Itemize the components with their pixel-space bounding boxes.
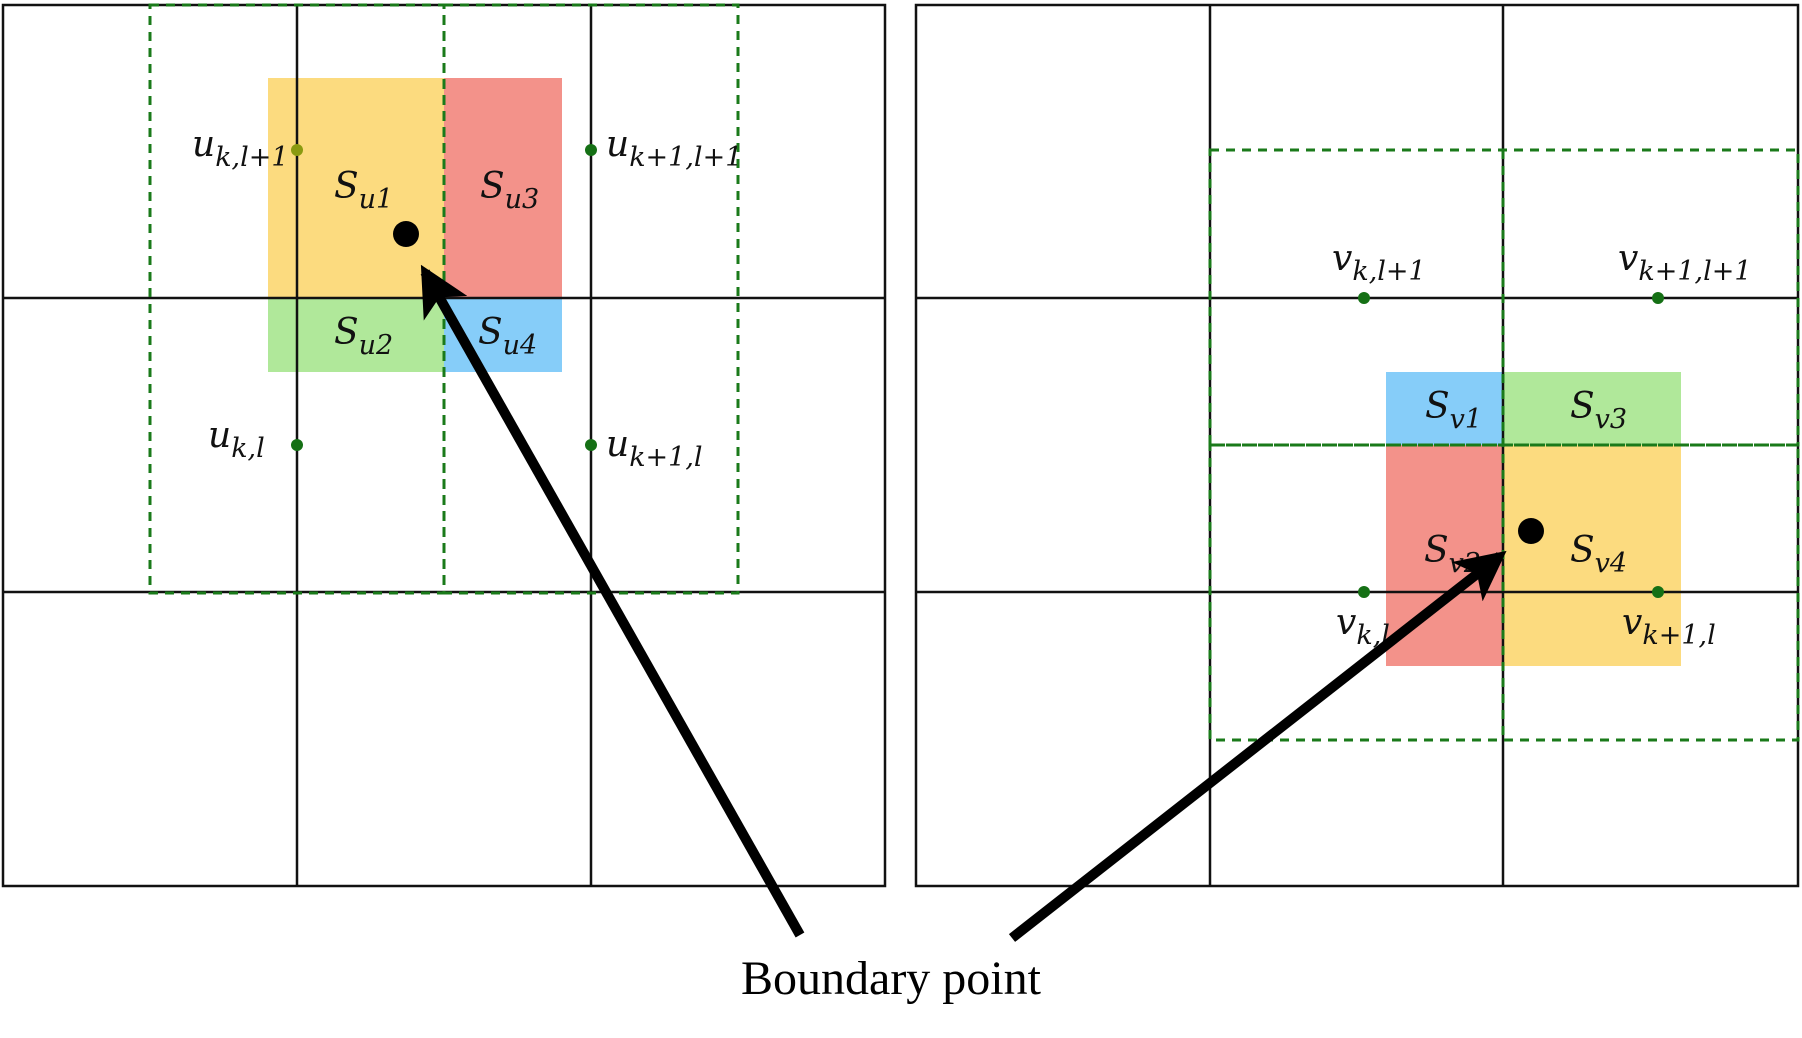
caption-boundary-point: Boundary point <box>741 952 1042 1005</box>
label-v-bottom-right: vk+1,l <box>1622 602 1716 651</box>
node-v-bottom-left <box>1358 586 1370 598</box>
label-su4: Su4 <box>478 312 537 361</box>
label-u-bottom-right: uk+1,l <box>606 424 703 473</box>
boundary-point-left <box>393 221 419 247</box>
arrow-to-right-boundary-point <box>1008 550 1507 942</box>
label-su1: Su1 <box>334 166 393 215</box>
region-sv4 <box>1503 445 1681 666</box>
label-u-top-left: uk,l+1 <box>192 124 289 173</box>
label-v-top-right: vk+1,l+1 <box>1618 238 1752 287</box>
boundary-point-right <box>1518 518 1544 544</box>
label-su2: Su2 <box>334 312 393 361</box>
label-u-bottom-left: uk,l <box>208 415 265 464</box>
label-sv1: Sv1 <box>1425 386 1482 435</box>
region-sv3 <box>1503 372 1681 445</box>
label-u-top-right: uk+1,l+1 <box>606 124 742 173</box>
region-su3 <box>444 78 562 298</box>
node-u-bottom-right <box>585 439 597 451</box>
region-sv1 <box>1386 372 1503 445</box>
label-sv4: Sv4 <box>1570 530 1627 579</box>
node-u-top-right <box>585 144 597 156</box>
node-u-bottom-left <box>291 439 303 451</box>
node-v-bottom-right <box>1652 586 1664 598</box>
node-v-top-left <box>1358 292 1370 304</box>
label-v-top-left: vk,l+1 <box>1332 238 1426 287</box>
node-u-top-left <box>291 144 303 156</box>
left-dashed-cell-right <box>442 3 740 595</box>
node-v-top-right <box>1652 292 1664 304</box>
left-dashed-cell-left <box>148 3 446 595</box>
arrow-to-left-boundary-point <box>420 264 805 938</box>
label-su3: Su3 <box>480 166 539 215</box>
left-panel: uk,l+1 uk+1,l+1 uk,l uk+1,l Su1 Su3 Su2 … <box>1 3 887 888</box>
label-sv3: Sv3 <box>1570 386 1627 435</box>
right-panel: vk,l+1 vk+1,l+1 vk,l vk+1,l Sv1 Sv3 Sv2 … <box>914 3 1800 888</box>
